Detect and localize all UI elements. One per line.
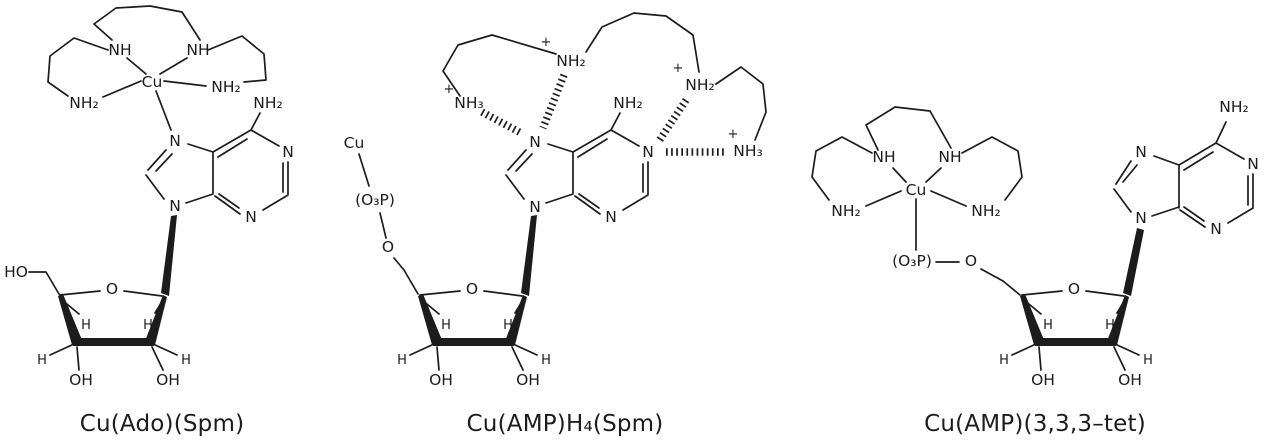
s1-nh2-left-label: NH₂ bbox=[69, 94, 98, 112]
s2-nh2-right-label: NH₂ bbox=[685, 76, 714, 94]
s3-oh-c2-label: OH bbox=[1118, 371, 1142, 389]
s2-plus-nh3-left: + bbox=[444, 82, 455, 97]
s1-oh-c3-label: OH bbox=[69, 371, 93, 389]
s2-oh-c2-label: OH bbox=[516, 371, 540, 389]
s3-h-c3-label: H bbox=[999, 353, 1009, 368]
s1-oh-c2-label: OH bbox=[156, 371, 180, 389]
s1-single-bonds bbox=[28, 5, 289, 371]
s2-bold-wedge-bonds bbox=[418, 215, 537, 346]
s2-h-c1-label: H bbox=[503, 318, 513, 333]
s1-ribose-o-label: O bbox=[106, 280, 118, 298]
s2-ribose-o-label: O bbox=[466, 280, 478, 298]
s1-n1-label: N bbox=[282, 143, 294, 161]
s1-h-c2-label: H bbox=[181, 353, 191, 368]
s1-n7-label: N bbox=[169, 132, 181, 150]
s2-plus-nh3-right: + bbox=[728, 127, 739, 142]
s1-ho-label: HO bbox=[4, 263, 28, 281]
s1-n9-label: N bbox=[169, 197, 181, 215]
s1-h-c1-label: H bbox=[143, 318, 153, 333]
s3-single-bonds bbox=[811, 106, 1254, 371]
s2-n1-label: N bbox=[642, 143, 654, 161]
s2-h-c2-label: H bbox=[541, 353, 551, 368]
s3-h-c1-label: H bbox=[1105, 318, 1115, 333]
s3-copper-label: Cu bbox=[906, 181, 927, 199]
s1-n3-label: N bbox=[245, 208, 257, 226]
s2-copper-label: Cu bbox=[344, 134, 365, 152]
structure-cu-amp-333-tet: NH NH Cu NH₂ NH₂ (O₃P) O N N N N NH₂ O H… bbox=[811, 98, 1259, 437]
s2-n3-label: N bbox=[605, 208, 617, 226]
s2-oh-c3-label: OH bbox=[429, 371, 453, 389]
s2-single-bonds bbox=[358, 12, 767, 371]
structure-cu-ado-spm: NH NH Cu NH₂ NH₂ N N N N NH₂ HO O H H H … bbox=[4, 5, 294, 437]
s3-bold-wedge-bonds bbox=[1020, 228, 1144, 346]
s3-n7-label: N bbox=[1135, 143, 1147, 161]
s3-amino-nh2-label: NH₂ bbox=[1219, 98, 1248, 116]
s2-plus-nh2-top: + bbox=[541, 35, 552, 50]
s2-caption: Cu(AMP)H₄(Spm) bbox=[467, 411, 664, 437]
s2-n7-label: N bbox=[529, 133, 541, 151]
s3-n9-label: N bbox=[1135, 209, 1147, 227]
s1-nh-right-label: NH bbox=[186, 41, 209, 59]
s3-nh2-left-label: NH₂ bbox=[831, 202, 860, 220]
s2-phosphate-label: (O₃P) bbox=[355, 191, 395, 209]
s2-h-c3-label: H bbox=[397, 353, 407, 368]
s1-nh2-right-label: NH₂ bbox=[211, 78, 240, 96]
s1-bold-wedge-bonds bbox=[58, 215, 177, 346]
s1-caption: Cu(Ado)(Spm) bbox=[80, 411, 245, 437]
s3-nh-left-label: NH bbox=[872, 148, 895, 166]
s2-plus-nh2-right: + bbox=[673, 61, 684, 76]
s3-nh2-right-label: NH₂ bbox=[971, 202, 1000, 220]
s2-nh2-top-label: NH₂ bbox=[556, 52, 585, 70]
s3-n3-label: N bbox=[1210, 220, 1222, 238]
s1-double-bond-inner-lines bbox=[155, 138, 284, 209]
s3-phosphate-label: (O₃P) bbox=[892, 252, 932, 270]
s2-nh3-right-label: NH₃ bbox=[733, 142, 762, 160]
s1-h-c3-label: H bbox=[37, 353, 47, 368]
s3-h-c2-label: H bbox=[1143, 353, 1153, 368]
s1-amino-nh2-label: NH₂ bbox=[253, 94, 282, 112]
s2-ester-o-label: O bbox=[382, 238, 394, 256]
s3-h-c4-label: H bbox=[1043, 318, 1053, 333]
s2-double-bond-inner-lines bbox=[515, 138, 644, 209]
s1-nh-left-label: NH bbox=[108, 41, 131, 59]
s2-n9-label: N bbox=[529, 198, 541, 216]
structure-cu-amp-h4-spm: Cu (O₃P) O NH₃ + NH₂ + NH₂ + NH₃ + N N N… bbox=[344, 12, 767, 437]
s3-ribose-o-label: O bbox=[1068, 280, 1080, 298]
s2-amino-nh2-label: NH₂ bbox=[613, 94, 642, 112]
s3-n1-label: N bbox=[1247, 155, 1259, 173]
s1-copper-label: Cu bbox=[142, 73, 163, 91]
s1-h-c4-label: H bbox=[81, 318, 91, 333]
s3-oh-c3-label: OH bbox=[1031, 371, 1055, 389]
s3-double-bond-inner-lines bbox=[1122, 151, 1249, 222]
s3-nh-right-label: NH bbox=[938, 148, 961, 166]
s3-caption: Cu(AMP)(3,3,3–tet) bbox=[924, 411, 1146, 437]
s2-nh3-left-label: NH₃ bbox=[454, 94, 483, 112]
s3-ester-o-label: O bbox=[965, 252, 977, 270]
s2-h-c4-label: H bbox=[441, 318, 451, 333]
